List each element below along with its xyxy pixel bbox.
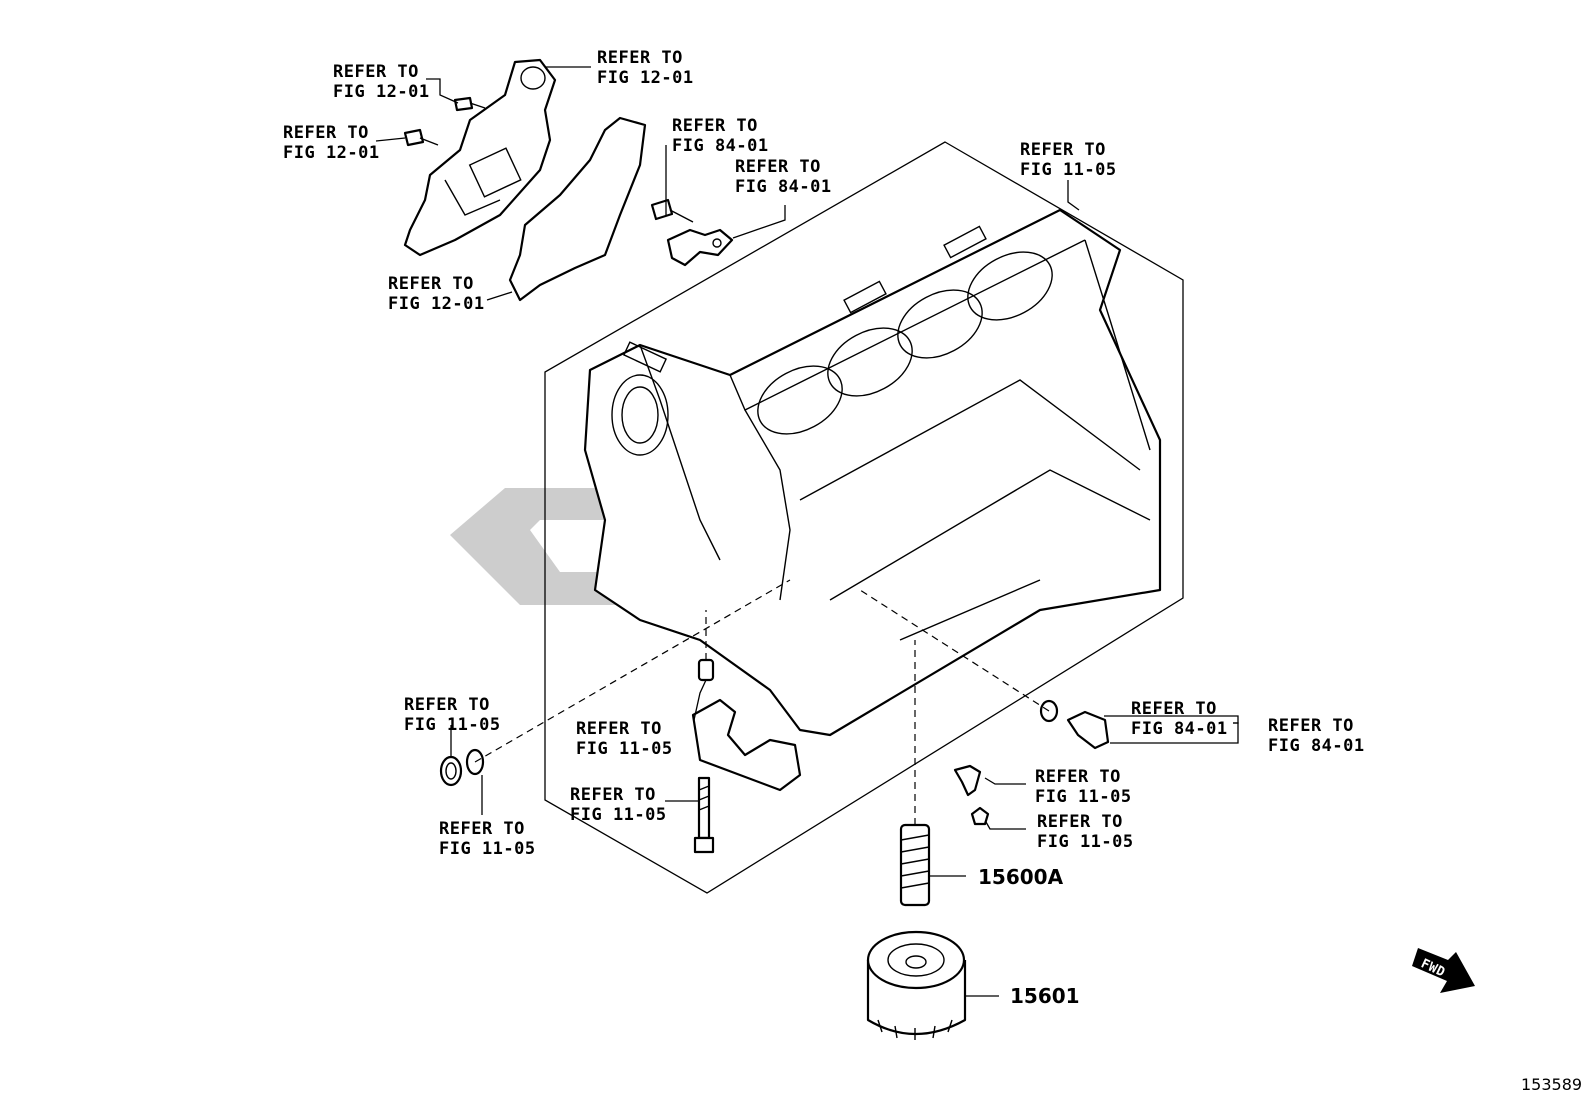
callout-1-line1: REFER TO [333, 62, 419, 82]
part-number-stud: 15600A [978, 865, 1064, 889]
callout-3-line1: REFER TO [597, 48, 683, 68]
figure-id: 153589 [1521, 1075, 1582, 1094]
dowel-pin [697, 658, 715, 682]
callout-2-line2: FIG 12-01 [283, 143, 380, 163]
callout-10-line2: FIG 11-05 [576, 739, 673, 759]
crank-position-sensor [666, 228, 734, 267]
callout-4-line1: REFER TO [388, 274, 474, 294]
cover-bolt-left [403, 128, 439, 147]
callout-5-line1: REFER TO [672, 116, 758, 136]
callout-7-line1: REFER TO [1020, 140, 1106, 160]
callout-8-line2: FIG 11-05 [404, 715, 501, 735]
callout-10-line1: REFER TO [576, 719, 662, 739]
callout-6-line2: FIG 84-01 [735, 177, 832, 197]
callout-14-line1: REFER TO [1035, 767, 1121, 787]
forward-direction-arrow: FWD [1412, 948, 1475, 993]
bearing-cap-bolt [693, 776, 715, 854]
leader-lines [375, 66, 1239, 997]
callout-12-line2: FIG 84-01 [1131, 719, 1228, 739]
oil-pressure-switch [1066, 710, 1110, 750]
block-outline-frame [544, 141, 1184, 894]
callout-15-line2: FIG 11-05 [1037, 832, 1134, 852]
callout-5-line2: FIG 84-01 [672, 136, 769, 156]
cylinder-block [583, 208, 1162, 737]
cover-bolt-upper [453, 96, 486, 112]
part-number-oil-filter: 15601 [1010, 984, 1080, 1008]
oil-filter-stud [899, 823, 931, 907]
callout-14-line2: FIG 11-05 [1035, 787, 1132, 807]
callout-6-line1: REFER TO [735, 157, 821, 177]
oil-jet [953, 764, 982, 797]
callout-13-line1: REFER TO [1268, 716, 1354, 736]
callout-9-line1: REFER TO [439, 819, 525, 839]
sensor-bolt [650, 198, 694, 223]
callout-7-line2: FIG 11-05 [1020, 160, 1117, 180]
callout-2-line1: REFER TO [283, 123, 369, 143]
timing-cover-gasket [508, 116, 647, 302]
callout-13-line2: FIG 84-01 [1268, 736, 1365, 756]
callout-15-line1: REFER TO [1037, 812, 1123, 832]
callout-12-line1: REFER TO [1131, 699, 1217, 719]
callout-4-line2: FIG 12-01 [388, 294, 485, 314]
callout-11-line1: REFER TO [570, 785, 656, 805]
callout-11-line2: FIG 11-05 [570, 805, 667, 825]
callout-9-line2: FIG 11-05 [439, 839, 536, 859]
oil-filter [866, 930, 967, 1040]
assembly-guide-lines [474, 579, 1050, 825]
main-bearing-cap [691, 698, 802, 792]
callout-1-line2: FIG 12-01 [333, 82, 430, 102]
drain-plug [439, 755, 463, 787]
callout-3-line2: FIG 12-01 [597, 68, 694, 88]
oil-jet-bolt [970, 806, 990, 826]
timing-chain-cover [403, 58, 557, 257]
callout-8-line1: REFER TO [404, 695, 490, 715]
